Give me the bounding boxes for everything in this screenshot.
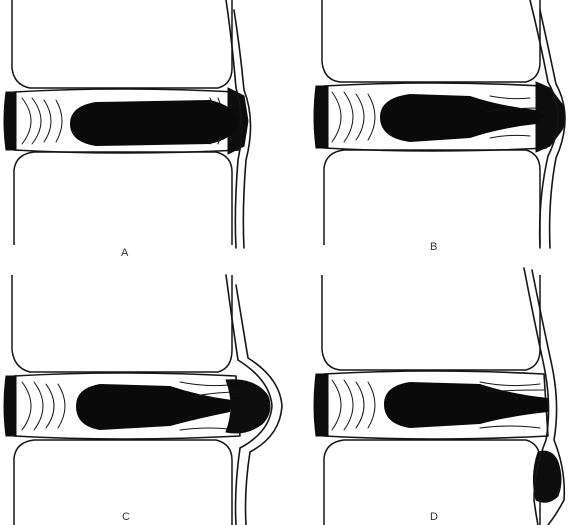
- anterior-edge: [314, 374, 328, 436]
- anterior-edge: [4, 92, 16, 150]
- extruded-fragment: [226, 380, 270, 433]
- nucleus-pulposus: [76, 384, 232, 430]
- lower-vertebra: [324, 150, 540, 245]
- upper-vertebra: [322, 0, 540, 82]
- panel-c: C: [4, 275, 282, 525]
- nucleus-pulposus: [70, 100, 238, 146]
- panel-b: B: [314, 0, 565, 253]
- anterior-edge: [4, 376, 16, 436]
- panel-label-a: A: [121, 247, 129, 259]
- panel-label-d: D: [430, 511, 438, 523]
- upper-vertebra: [12, 275, 232, 372]
- nucleus-pulposus: [380, 94, 546, 142]
- upper-vertebra: [12, 0, 232, 88]
- panel-label-c: C: [122, 511, 130, 523]
- lower-vertebra: [14, 152, 232, 245]
- panel-d: D: [314, 268, 564, 525]
- anterior-edge: [314, 86, 328, 148]
- sequestered-fragment: [533, 451, 561, 502]
- panel-label-b: B: [430, 241, 437, 253]
- upper-vertebra: [322, 275, 540, 370]
- panel-a: A: [4, 0, 251, 259]
- nucleus-pulposus: [384, 382, 548, 428]
